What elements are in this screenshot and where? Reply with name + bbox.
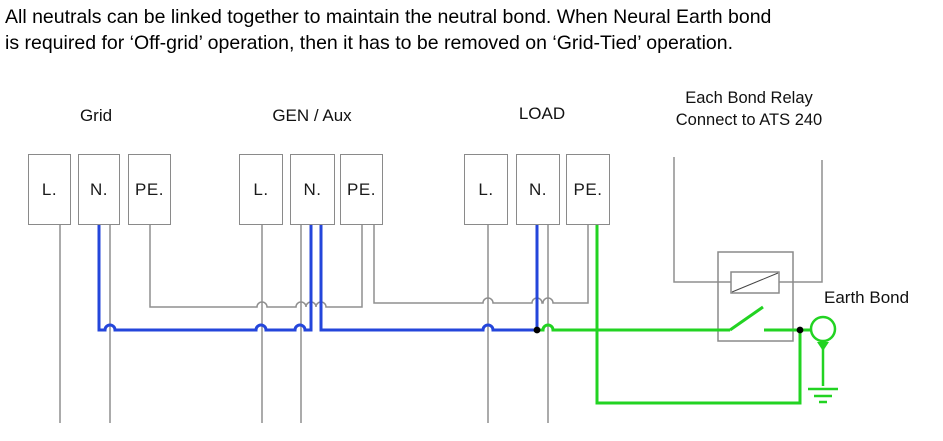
description-line-2: is required for ‘Off-grid’ operation, th… — [5, 32, 734, 54]
load-terminal-l: L. — [464, 154, 508, 225]
group-label-load: LOAD — [518, 104, 566, 123]
pe-bus-gen-to-load — [373, 225, 589, 304]
gen-terminal-n-label: N. — [303, 179, 322, 199]
pe-bus-grid-to-gen — [149, 225, 363, 308]
load-terminal-pe-label: PE. — [573, 179, 603, 199]
load-terminal-pe: PE. — [566, 154, 610, 225]
bond-relay-annotation-line-1: Each Bond Relay — [685, 89, 813, 107]
gen-terminal-pe-label: PE. — [347, 179, 376, 199]
group-label-gen-aux: GEN / Aux — [272, 106, 352, 125]
gen-terminal-l-label: L. — [253, 179, 269, 199]
bond-relay-box — [717, 251, 794, 342]
grid-terminal-l: L. — [28, 154, 71, 225]
neutral-bus-grid-to-gen — [97, 225, 313, 332]
earth-bond-bus — [537, 323, 730, 332]
description-line-1: All neutrals can be linked together to m… — [5, 6, 772, 28]
gen-terminal-l: L. — [239, 154, 283, 225]
load-n-junction-dot — [533, 326, 541, 334]
neutral-bus-gen-to-load — [319, 225, 537, 332]
grid-terminal-pe-label: PE. — [135, 179, 164, 199]
gen-terminal-n: N. — [290, 154, 335, 225]
relay-coil-right-lead — [779, 160, 823, 283]
earth-electrode-circle — [809, 315, 837, 343]
relay-coil-diagonal — [731, 272, 779, 293]
grid-terminal-l-label: L. — [41, 179, 58, 199]
grid-terminal-n-label: N. — [90, 179, 108, 199]
bond-switch-arm — [729, 305, 764, 332]
earth-electrode-arrow — [817, 342, 829, 351]
load-terminal-l-label: L. — [478, 179, 494, 199]
gen-terminal-pe: PE. — [340, 154, 383, 225]
earth-bond-junction-dot — [796, 326, 804, 334]
grid-terminal-pe: PE. — [128, 154, 171, 225]
earth-bond-label: Earth Bond — [824, 288, 910, 307]
bond-relay-annotation: Each Bond Relay Connect to ATS 240 — [650, 87, 848, 131]
group-label-grid: Grid — [79, 106, 113, 125]
load-terminal-n: N. — [516, 154, 560, 225]
earth-return-to-load-pe — [595, 225, 802, 405]
grid-terminal-n: N. — [78, 154, 120, 225]
relay-coil-left-lead — [673, 157, 731, 283]
bond-relay-annotation-line-2: Connect to ATS 240 — [675, 111, 823, 129]
load-terminal-n-label: N. — [529, 179, 547, 199]
